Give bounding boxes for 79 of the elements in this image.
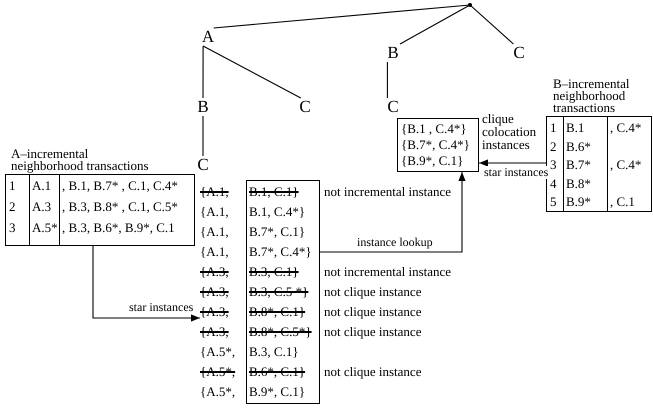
instance-prefix: {A.1, [200, 224, 230, 240]
annotation-note: not clique instance [324, 284, 422, 300]
instance-text: {B.1 , C.4*} [401, 121, 467, 137]
instance-text: B.8*, C.5*} [248, 324, 312, 340]
instance-text: B.1, C.1} [248, 184, 299, 200]
table-cell-text: , B.1, B.7* , C.1, C.4* [62, 178, 178, 194]
table-cell-text: 5 [550, 194, 556, 210]
instance-text: B.8*, C.1} [248, 304, 306, 320]
annotation-note: not clique instance [324, 304, 422, 320]
table-cell-text: B.8* [566, 176, 591, 192]
tree-line [386, 62, 388, 98]
instance-set-box [397, 118, 479, 172]
table-cell-text: A.3 [32, 199, 52, 215]
instance-prefix: {A.3, [200, 324, 230, 340]
arrow [92, 246, 200, 322]
tree-node-letter: C [386, 98, 400, 116]
edge-label: instance lookup [356, 236, 434, 249]
tree-line [400, 4, 470, 44]
instance-prefix: {A.1, [200, 244, 230, 260]
instance-prefix: {A.5*, [200, 364, 236, 380]
tree-node-letter: B [196, 98, 210, 116]
instance-prefix: {A.5*, [200, 344, 236, 360]
instance-text: {B.9*, C.1} [401, 153, 464, 169]
instance-text: B.7*, C.1} [248, 224, 306, 240]
instance-text: B.7*, C.4*} [248, 244, 312, 260]
tree-line [202, 116, 204, 156]
table-heading: A–incremental neighborhood transactions [11, 148, 150, 172]
tree-node-letter: B [386, 44, 400, 62]
instance-prefix: {A.1, [200, 204, 230, 220]
instance-text: B.9*, C.1} [248, 384, 306, 400]
tree-node-letter: A [201, 28, 215, 46]
instance-text: B.6*, C.1} [248, 364, 306, 380]
table-cell-text: , C.1 [610, 194, 635, 210]
instance-text: B.3, C.5 *} [248, 284, 308, 300]
instance-prefix: {A.3, [200, 304, 230, 320]
table-cell-text: 2 [550, 138, 556, 154]
instance-prefix: {A.3, [200, 284, 230, 300]
table-cell-text: 3 [550, 157, 556, 173]
instance-text: B.3, C.1} [248, 344, 299, 360]
instance-list-box [200, 180, 320, 404]
tree-line [214, 4, 470, 29]
annotation-note: not clique instance [324, 364, 422, 380]
table-cell-text: 1 [9, 178, 16, 194]
instance-prefix: {A.1, [200, 184, 230, 200]
tree-node-letter: C [512, 44, 526, 62]
instance-text: B.3, C.1} [248, 264, 299, 280]
tree-node-letter: C [196, 156, 210, 174]
table-cell-text: 3 [9, 220, 16, 236]
table-cell-text: 1 [550, 120, 556, 136]
table-cell-text: A.5* [32, 220, 58, 236]
arrow [479, 159, 546, 167]
table-cell-text: B.7* [566, 157, 591, 173]
instance-prefix: {A.5*, [200, 384, 236, 400]
tree-line [202, 46, 204, 98]
annotation-note: not incremental instance [324, 184, 452, 200]
edge-label: star instances [128, 301, 194, 314]
annotation-note: not clique instance [324, 324, 422, 340]
table-cell-text: B.6* [566, 138, 591, 154]
table-heading: B–incremental neighborhood transactions [553, 78, 631, 114]
table-cell-text: A.1 [32, 178, 52, 194]
table-cell-text: B.9* [566, 194, 591, 210]
annotation-note: not incremental instance [324, 264, 452, 280]
tree-line [470, 4, 514, 44]
table-cell-text: , B.3, B.8* , C.1, C.5* [62, 199, 178, 215]
tree-line [202, 46, 302, 98]
table-cell-text: , C.4* [610, 157, 642, 173]
tree-node-letter: C [298, 98, 312, 116]
instance-prefix: {A.3, [200, 264, 230, 280]
table-cell-text: 4 [550, 176, 556, 192]
table-cell-text: , B.3, B.6*, B.9*, C.1 [62, 220, 175, 236]
arrow [320, 172, 466, 253]
instance-text: {B.7*, C.4*} [401, 137, 470, 153]
junction-dot [468, 3, 472, 7]
table-cell-text: 2 [9, 199, 16, 215]
table-cell-text: B.1 [566, 120, 584, 136]
box-caption: clique colocation instances [482, 112, 538, 151]
instance-text: B.1, C.4*} [248, 204, 306, 220]
edge-label: star instances [483, 166, 550, 179]
table-cell-text: , C.4* [610, 120, 642, 136]
